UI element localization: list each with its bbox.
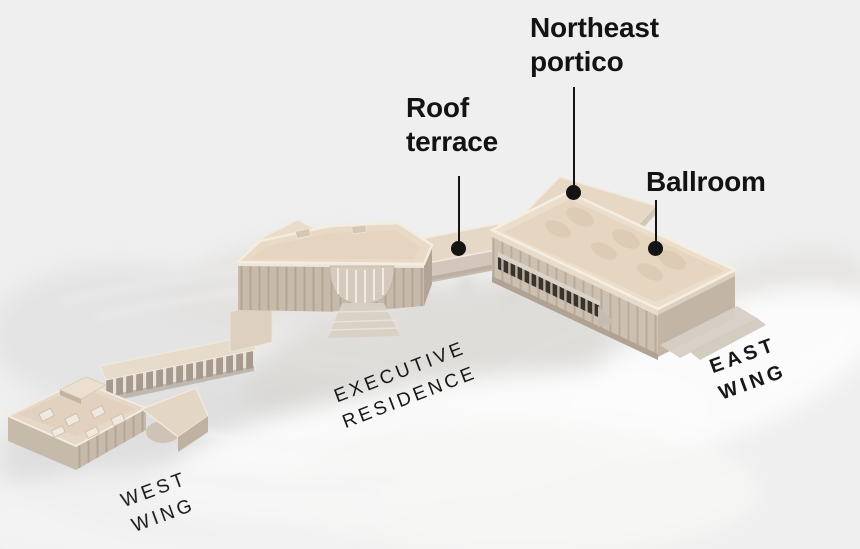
- leader-dot-northeast-portico: [566, 185, 581, 200]
- south-portico: [328, 265, 400, 338]
- callout-label-roof-terrace: Roof terrace: [406, 92, 499, 157]
- leader-line-northeast-portico: [573, 87, 575, 188]
- west-wing-building: [5, 376, 209, 470]
- roof-skylights: [545, 207, 686, 281]
- executive-residence-building: [234, 219, 434, 338]
- leader-dot-ballroom: [648, 241, 663, 256]
- rooftop-units: [38, 405, 126, 439]
- leader-line-roof-terrace: [458, 176, 460, 244]
- callout-label-northeast-portico: Northeast portico: [530, 12, 659, 77]
- leader-dot-roof-terrace: [451, 241, 466, 256]
- west-colonnade: [99, 299, 273, 403]
- ballroom-building: [489, 190, 766, 360]
- leader-line-ballroom: [655, 200, 657, 244]
- ground-colonnade: [498, 252, 614, 327]
- callout-label-ballroom: Ballroom: [646, 166, 766, 197]
